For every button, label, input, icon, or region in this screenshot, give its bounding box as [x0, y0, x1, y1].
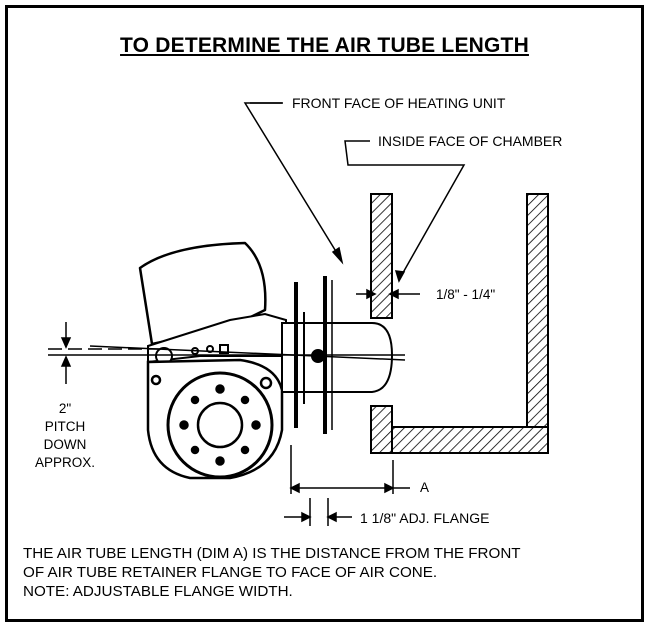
dim-a-label: A — [420, 480, 430, 495]
pitch-line: DOWN — [43, 437, 87, 452]
pitch-arrows — [60, 322, 72, 384]
pitch-line: APPROX. — [34, 455, 96, 470]
gap-arrows — [356, 288, 420, 300]
note-line: THE AIR TUBE LENGTH (DIM A) IS THE DISTA… — [23, 545, 521, 562]
dimension-a — [289, 445, 410, 494]
notes: THE AIR TUBE LENGTH (DIM A) IS THE DISTA… — [23, 544, 521, 601]
diagram-title: TO DETERMINE THE AIR TUBE LENGTH — [120, 34, 529, 57]
flange-dimension — [284, 498, 352, 526]
diagram-frame — [5, 5, 644, 622]
pitch-line: 2" — [58, 401, 72, 416]
chamber-wall — [370, 193, 549, 454]
center-lines — [48, 345, 406, 361]
inside-face-label: INSIDE FACE OF CHAMBER — [378, 133, 563, 149]
flange-label: 1 1/8" ADJ. FLANGE — [360, 510, 490, 526]
note-line: NOTE: ADJUSTABLE FLANGE WIDTH. — [23, 583, 293, 600]
gap-label: 1/8" - 1/4" — [436, 287, 496, 302]
pitch-line: PITCH — [44, 419, 86, 434]
note-line: OF AIR TUBE RETAINER FLANGE TO FACE OF A… — [23, 564, 438, 581]
front-face-label: FRONT FACE OF HEATING UNIT — [292, 95, 506, 111]
pitch-label: 2" PITCH DOWN APPROX. — [28, 400, 102, 472]
blower-housing — [146, 358, 284, 480]
leader-lines — [243, 102, 466, 283]
